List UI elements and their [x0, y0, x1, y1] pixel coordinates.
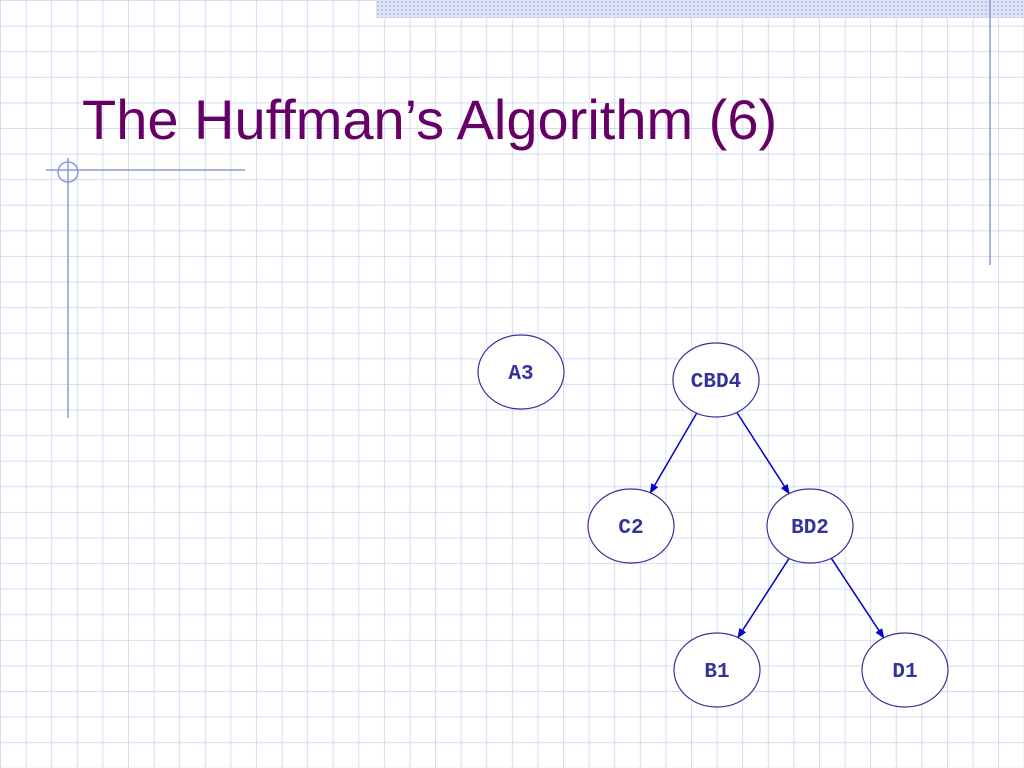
node-circle [587, 488, 675, 564]
decor-crosshair-circle [57, 161, 79, 183]
tree-node-a3: A3 [477, 334, 565, 410]
node-circle [766, 488, 854, 564]
edge-cbd4-c2 [649, 412, 698, 494]
tree-node-cbd4: CBD4 [672, 342, 760, 418]
tree-node-b1: B1 [673, 632, 761, 708]
edge-cbd4-bd2 [736, 411, 790, 495]
edge-bd2-b1 [737, 557, 790, 639]
node-label: CBD4 [691, 371, 741, 394]
tree-node-d1: D1 [861, 632, 949, 708]
slide-title: The Huffman’s Algorithm (6) [82, 88, 778, 151]
edge-bd2-d1 [830, 557, 885, 639]
node-label: D1 [892, 661, 917, 684]
node-label: C2 [618, 517, 643, 540]
tree-node-bd2: BD2 [766, 488, 854, 564]
node-circle [673, 632, 761, 708]
node-label: A3 [508, 363, 533, 386]
tree-edges [649, 411, 885, 639]
node-circle [477, 334, 565, 410]
node-label: B1 [704, 661, 729, 684]
node-circle [861, 632, 949, 708]
node-circle [672, 342, 760, 418]
top-decorative-band [376, 0, 1024, 18]
node-label: BD2 [791, 517, 829, 540]
tree-node-c2: C2 [587, 488, 675, 564]
